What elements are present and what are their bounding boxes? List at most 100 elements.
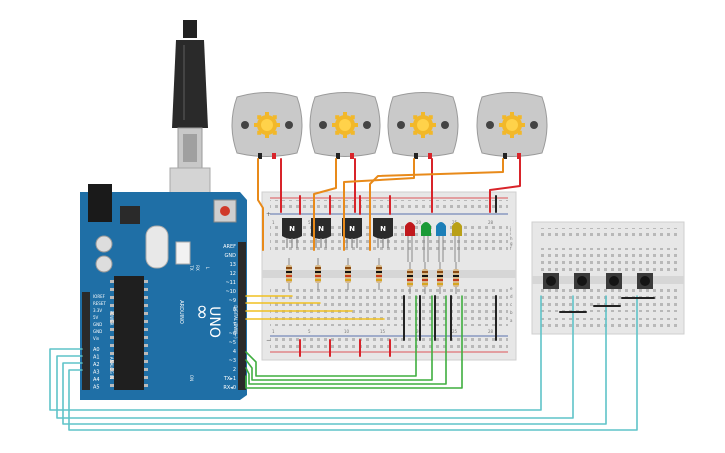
chip-leg [144, 384, 148, 387]
chip-leg [110, 328, 114, 331]
transistor-body [282, 218, 302, 239]
column-number: 10 [344, 329, 350, 334]
resistor-band [315, 267, 321, 269]
column-number: 20 [416, 220, 422, 225]
resistor-body [437, 269, 443, 287]
push-button[interactable] [574, 273, 590, 289]
chip-leg [110, 296, 114, 299]
chip-leg [110, 376, 114, 379]
motor-terminal [350, 153, 354, 159]
resistor-band [315, 275, 321, 277]
resistor-body [286, 265, 292, 283]
row-letter: f [510, 246, 512, 251]
resistor-body [422, 269, 428, 287]
gear-tooth [432, 123, 436, 127]
transistor-label: N [289, 225, 295, 233]
resistor-band [422, 283, 428, 285]
row-letter: b [510, 310, 513, 315]
resistor-body [453, 269, 459, 287]
resistor-body [407, 269, 413, 287]
push-button[interactable] [543, 273, 559, 289]
on-label: ON [189, 375, 194, 381]
resistor-band [376, 279, 382, 281]
resistor-band [437, 283, 443, 285]
digital-pin-label: AREF [223, 244, 236, 250]
resistor [422, 262, 428, 294]
led-wire [245, 295, 447, 385]
transistor-label: N [349, 225, 355, 233]
column-number: 5 [308, 220, 311, 225]
motor-terminal [503, 153, 507, 159]
power-pin-label: 3.3V [93, 308, 102, 313]
chip-leg [144, 312, 148, 315]
digital-pin-label: 4 [233, 349, 236, 355]
resistor-band [345, 275, 351, 277]
resistor-band [376, 275, 382, 277]
digital-label: DIGITAL (PWM~) [233, 305, 238, 339]
chip-leg [110, 288, 114, 291]
resistor-band [453, 283, 459, 285]
row-letter: h [510, 236, 513, 241]
column-number: 5 [308, 329, 311, 334]
digital-pin-label: ~3 [229, 358, 236, 364]
gear-hub [261, 119, 273, 131]
motor-terminal [517, 153, 521, 159]
push-button-cap[interactable] [546, 276, 556, 286]
gear-tooth [517, 130, 522, 135]
gear-tooth [332, 123, 336, 127]
gear-tooth [510, 134, 514, 138]
chip-leg [110, 360, 114, 363]
motor-screw [397, 121, 405, 129]
gear-tooth [510, 112, 514, 116]
motor-screw [241, 121, 249, 129]
row-letter: c [510, 302, 512, 307]
push-button[interactable] [606, 273, 622, 289]
digital-pin-label: 8 [233, 307, 236, 313]
analog-header [82, 346, 90, 390]
chip-leg [110, 280, 114, 283]
column-number: 1 [272, 329, 275, 334]
npn-transistor: N [282, 218, 302, 248]
motor-terminal [414, 153, 418, 159]
chip-leg [144, 328, 148, 331]
tx-label: TX [189, 264, 194, 270]
led-body [405, 222, 415, 236]
chip-leg [144, 296, 148, 299]
npn-transistor: N [311, 218, 331, 248]
button-wire [68, 295, 638, 431]
column-number: 25 [452, 220, 458, 225]
chip-leg [144, 368, 148, 371]
digital-pin-label: ~9 [229, 298, 236, 304]
push-button-cap[interactable] [577, 276, 587, 286]
led-body [452, 222, 462, 236]
row-letter: e [510, 286, 513, 291]
brand-label: ARDUINO [178, 300, 184, 324]
power-pin-label: GND [93, 322, 102, 327]
resistor-band [345, 267, 351, 269]
resistor [315, 258, 321, 290]
resistor-band [422, 279, 428, 281]
arduino-logo-icon: ∞ [191, 304, 215, 321]
led-2 [421, 222, 431, 262]
resistor [286, 258, 292, 290]
chip-leg [144, 336, 148, 339]
resistor-band [407, 279, 413, 281]
led-body [421, 222, 431, 236]
gear-tooth [413, 115, 418, 120]
resistor-band [315, 271, 321, 273]
gear-tooth [421, 112, 425, 116]
push-button[interactable] [637, 273, 653, 289]
push-button-cap[interactable] [640, 276, 650, 286]
dc-motor-4 [476, 92, 548, 159]
resistor-band [437, 271, 443, 273]
rx-label: RX [195, 265, 200, 271]
chip-leg [110, 384, 114, 387]
chip-leg [110, 304, 114, 307]
npn-transistor: N [373, 218, 393, 248]
push-button-cap[interactable] [609, 276, 619, 286]
chip-leg [144, 376, 148, 379]
transistor-body [311, 218, 331, 239]
gear-tooth [421, 134, 425, 138]
resistor-band [437, 279, 443, 281]
